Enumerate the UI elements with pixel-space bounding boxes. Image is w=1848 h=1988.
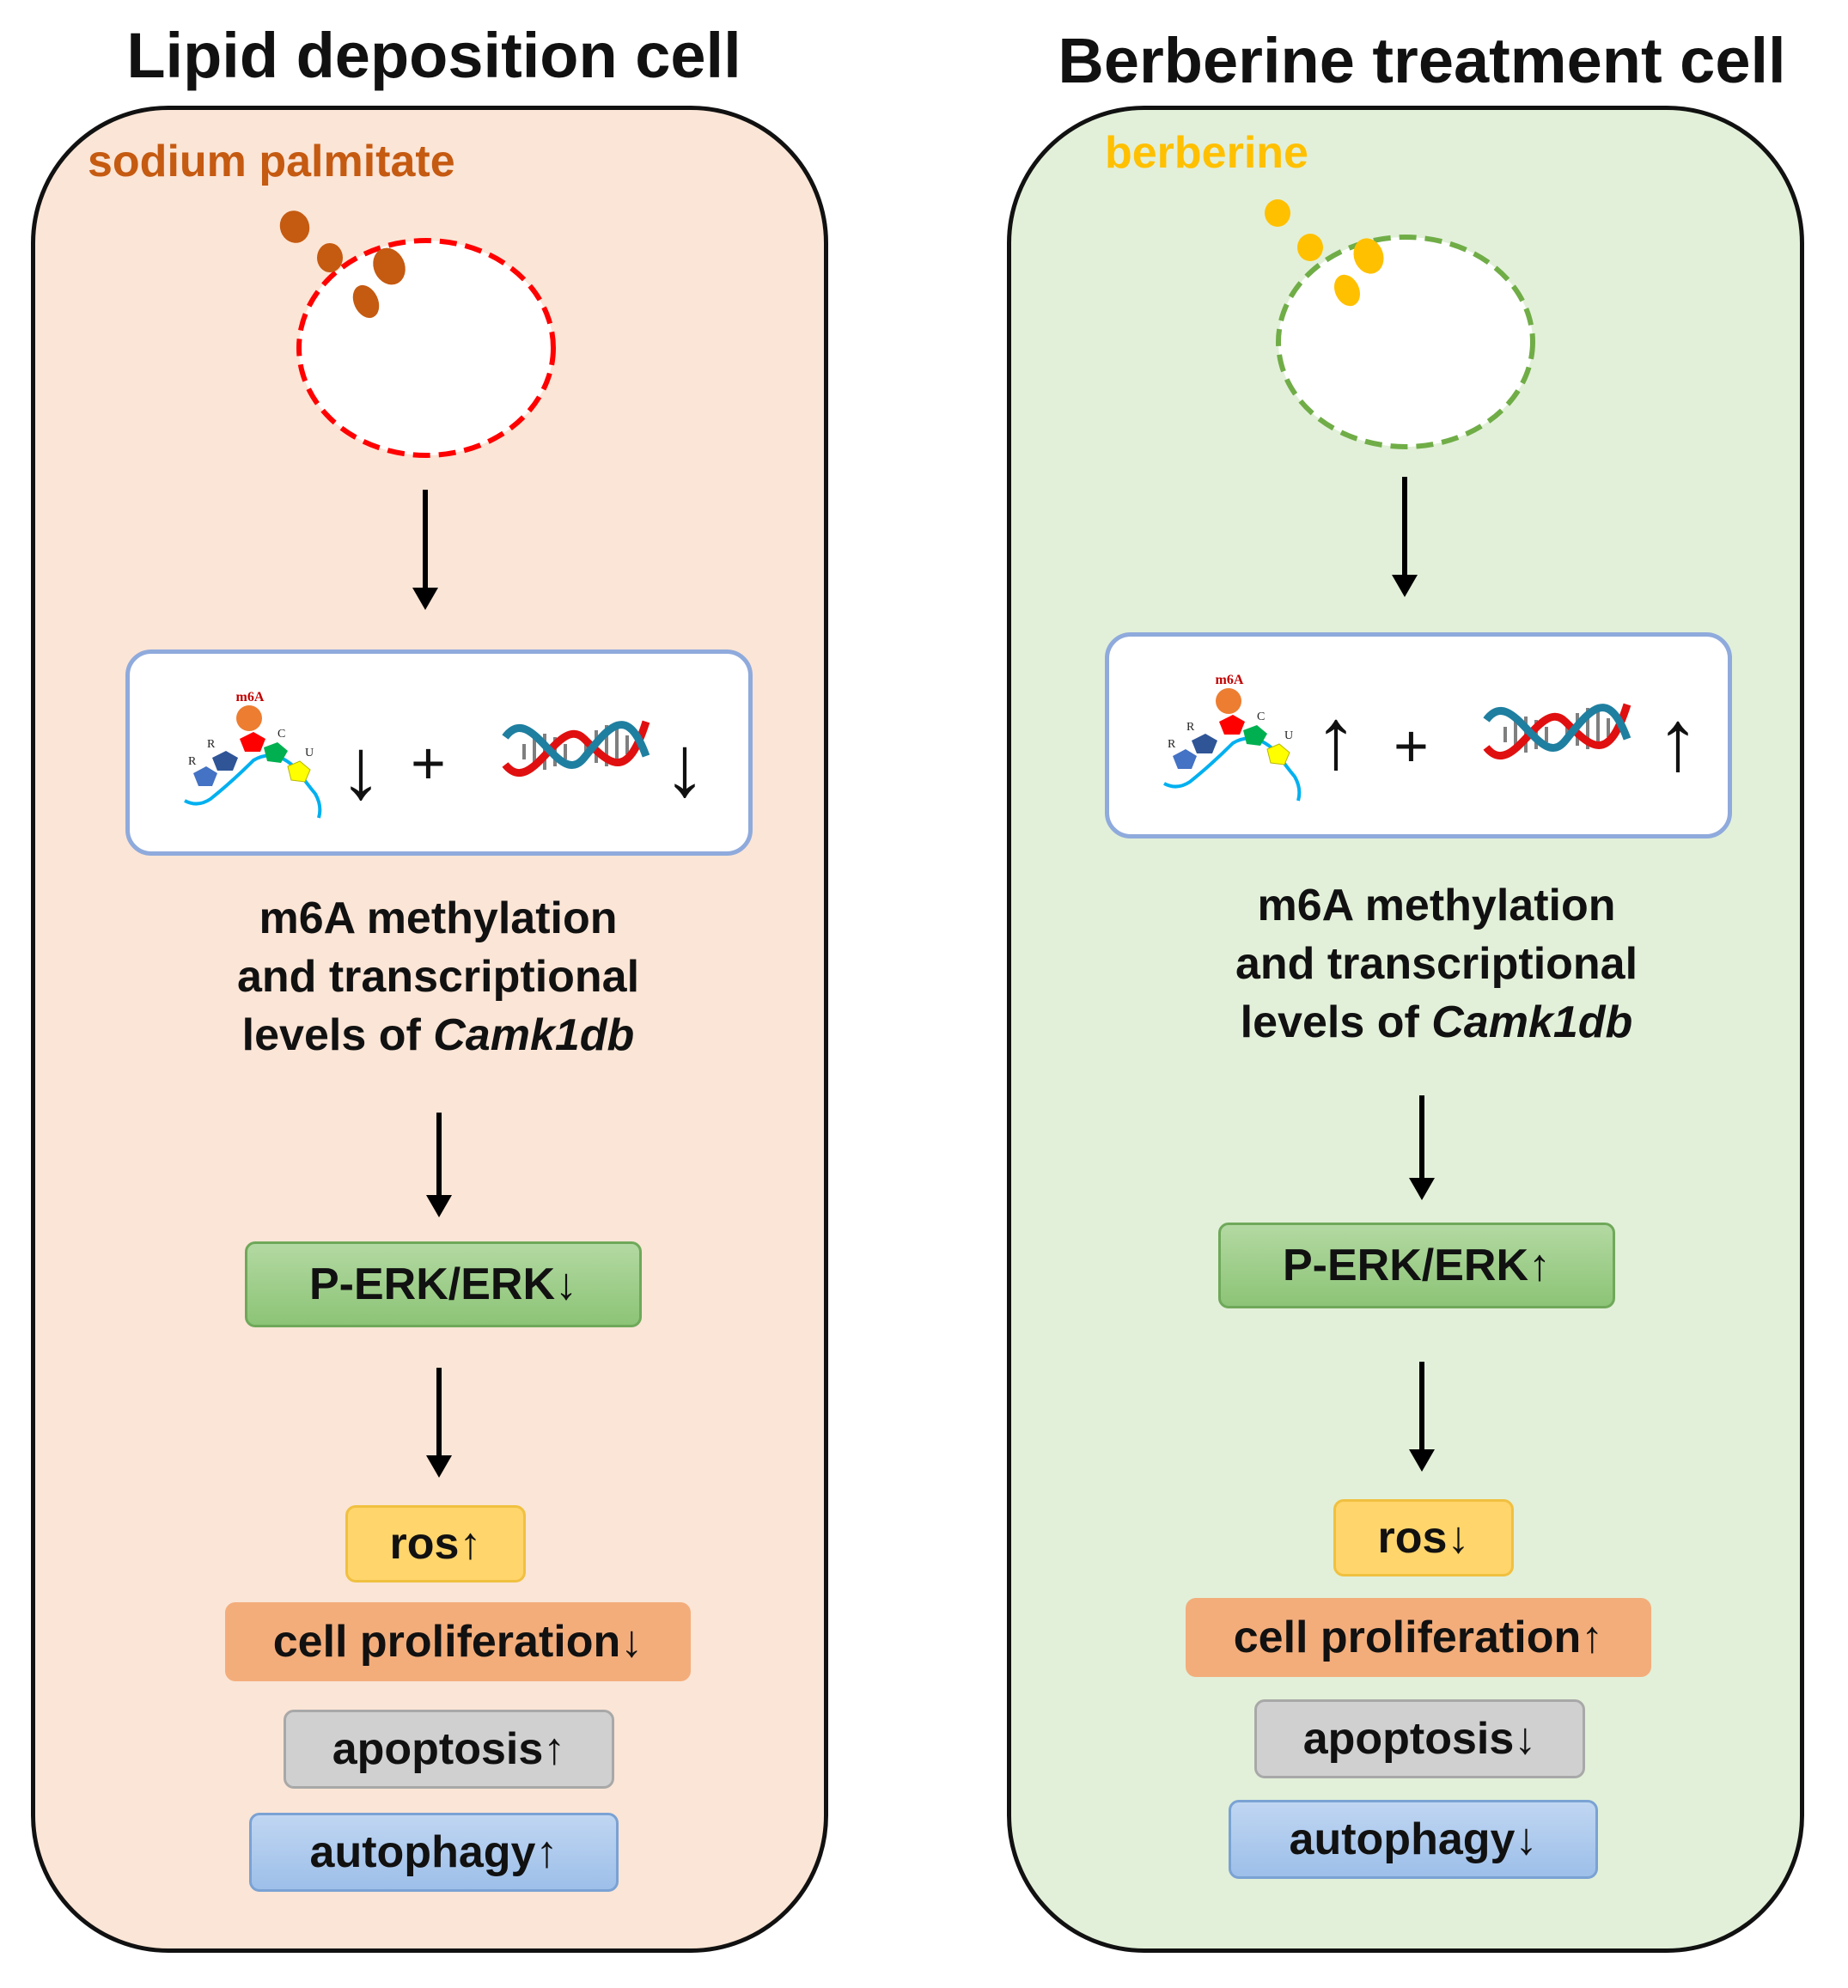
- right-perk-erk-box: P-ERK/ERK↑: [1218, 1223, 1615, 1308]
- desc-line: levels of Camk1db: [172, 1006, 704, 1064]
- dna-strand-red: [502, 720, 650, 777]
- base-blue: [1192, 734, 1217, 753]
- left-expression-arrow: ↓: [663, 718, 706, 814]
- base-letter: R: [207, 738, 216, 751]
- desc-prefix: levels of: [241, 1010, 434, 1060]
- dna-strand-teal: [502, 721, 650, 769]
- right-m6a-rna-icon: m6A R R C U: [1163, 673, 1302, 802]
- dna-strand-teal: [1483, 704, 1631, 752]
- right-agent-particle: [1333, 274, 1361, 307]
- left-agent-particle: [317, 243, 343, 272]
- dna-strand-red: [1483, 703, 1631, 759]
- left-m6a-level-arrow: ↓: [339, 721, 382, 817]
- gene-name: Camk1db: [433, 1010, 635, 1060]
- base-blue: [212, 751, 238, 771]
- base-green: [264, 742, 288, 763]
- right-expression-arrow: ↑: [1656, 692, 1699, 789]
- base-red: [240, 732, 265, 752]
- m6a-methyl-group: [236, 705, 262, 731]
- left-apoptosis-box: apoptosis↑: [284, 1710, 614, 1789]
- right-membrane-vesicle: [1276, 235, 1535, 449]
- left-arrow-3: [426, 1368, 452, 1478]
- left-agent-particle: [373, 247, 406, 285]
- left-agent-particle: [352, 284, 380, 319]
- left-dna-helix-icon: [502, 720, 650, 777]
- right-ros-box: ros↓: [1333, 1499, 1514, 1576]
- base-letter: R: [188, 755, 197, 768]
- left-agent-label: sodium palmitate: [88, 137, 455, 186]
- right-autophagy-box: autophagy↓: [1229, 1800, 1598, 1879]
- right-agent-particle: [1353, 238, 1384, 274]
- base-letter: U: [305, 747, 314, 759]
- right-description: m6A methylation and transcriptional leve…: [1170, 876, 1703, 1052]
- m6a-label: m6A: [236, 690, 265, 704]
- right-apoptosis-box: apoptosis↓: [1254, 1699, 1585, 1778]
- right-agent-particle: [1297, 234, 1323, 261]
- left-perk-erk-box: P-ERK/ERK↓: [245, 1241, 642, 1327]
- left-m6a-rna-icon: m6A R R C U: [184, 690, 322, 819]
- desc-line: and transcriptional: [1235, 939, 1638, 989]
- m6a-label: m6A: [1216, 673, 1244, 687]
- base-green: [1243, 725, 1267, 746]
- base-blue: [1173, 749, 1197, 769]
- left-panel-title: Lipid deposition cell: [126, 20, 741, 91]
- base-letter: R: [1168, 738, 1176, 751]
- right-agent-particle: [1265, 199, 1290, 227]
- right-arrow-1: [1392, 477, 1418, 597]
- right-cell-proliferation-box: cell proliferation↑: [1186, 1598, 1651, 1677]
- base-letter: C: [278, 728, 285, 741]
- base-red: [1219, 715, 1245, 735]
- right-dna-helix-icon: [1483, 703, 1631, 759]
- desc-line: m6A methylation: [259, 893, 618, 943]
- right-arrow-3: [1409, 1362, 1435, 1472]
- right-arrow-2: [1409, 1095, 1435, 1200]
- desc-line: levels of Camk1db: [1170, 993, 1703, 1052]
- base-yellow: [1266, 743, 1290, 765]
- left-ros-box: ros↑: [345, 1505, 526, 1582]
- left-plus-sign: +: [411, 729, 446, 796]
- m6a-methyl-group: [1216, 688, 1241, 714]
- gene-name: Camk1db: [1431, 997, 1633, 1047]
- left-cell-proliferation-box: cell proliferation↓: [225, 1602, 691, 1681]
- base-blue: [193, 766, 217, 786]
- right-panel-title: Berberine treatment cell: [1058, 25, 1786, 96]
- right-agent-entering-membrane: [1265, 199, 1535, 449]
- left-autophagy-box: autophagy↑: [249, 1813, 619, 1892]
- right-m6a-level-arrow: ↑: [1314, 691, 1357, 787]
- desc-line: and transcriptional: [236, 952, 640, 1002]
- left-description: m6A methylation and transcriptional leve…: [172, 889, 704, 1064]
- base-letter: R: [1186, 721, 1195, 734]
- left-agent-entering-membrane: [279, 210, 556, 458]
- right-agent-label: berberine: [1105, 128, 1308, 178]
- base-yellow: [287, 760, 311, 783]
- left-arrow-1: [412, 490, 438, 610]
- left-arrow-2: [426, 1113, 452, 1217]
- base-letter: U: [1284, 729, 1293, 742]
- right-plus-sign: +: [1394, 712, 1429, 779]
- base-letter: C: [1257, 710, 1265, 723]
- desc-line: m6A methylation: [1257, 881, 1616, 930]
- desc-prefix: levels of: [1240, 997, 1432, 1047]
- left-membrane-vesicle: [296, 238, 556, 458]
- left-agent-particle: [279, 210, 310, 243]
